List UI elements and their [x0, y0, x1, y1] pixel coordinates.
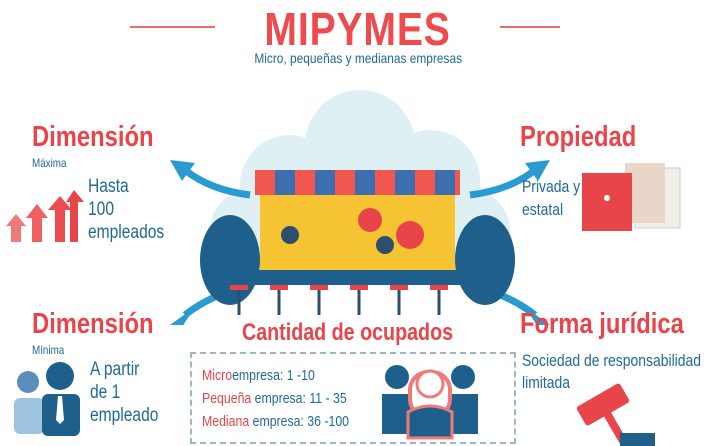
- growth-arrows-icon: [6, 190, 84, 242]
- documents-icon: [582, 163, 681, 231]
- ocupados-list: Microempresa: 1 -10 Pequeña empresa: 11 …: [202, 364, 349, 433]
- propiedad-title: Propiedad: [520, 121, 637, 153]
- ocupados-row-mediana: Mediana empresa: 36 -100: [202, 413, 350, 430]
- arrow-top-right: [469, 167, 538, 199]
- dimension-max-subtitle: Máxima: [32, 156, 67, 170]
- dimension-min-subtitle: Mínima: [32, 343, 65, 357]
- subtitle: Micro, pequeñas y medianas empresas: [254, 50, 462, 66]
- forma-juridica-title: Forma jurídica: [520, 308, 684, 340]
- title-line-right: [500, 26, 560, 28]
- dimension-min-title: Dimensión: [32, 308, 154, 340]
- ocupados-title: Cantidad de ocupados: [242, 319, 454, 346]
- ocupados-row-pequena: Pequeña empresa: 11 - 35: [202, 390, 347, 407]
- title-line-left: [130, 26, 215, 28]
- employees-icon: [14, 362, 80, 436]
- awning: [255, 170, 460, 195]
- gavel-icon: [576, 383, 655, 446]
- shop-illustration: [170, 90, 550, 325]
- dimension-max-title: Dimensión: [32, 121, 154, 153]
- workers-group-icon: [382, 365, 478, 440]
- ocupados-box: [190, 352, 516, 444]
- arrow-top-left: [182, 167, 251, 199]
- ocupados-row-micro: Microempresa: 1 -10: [202, 367, 315, 384]
- page-title: MIPYMES: [264, 3, 452, 55]
